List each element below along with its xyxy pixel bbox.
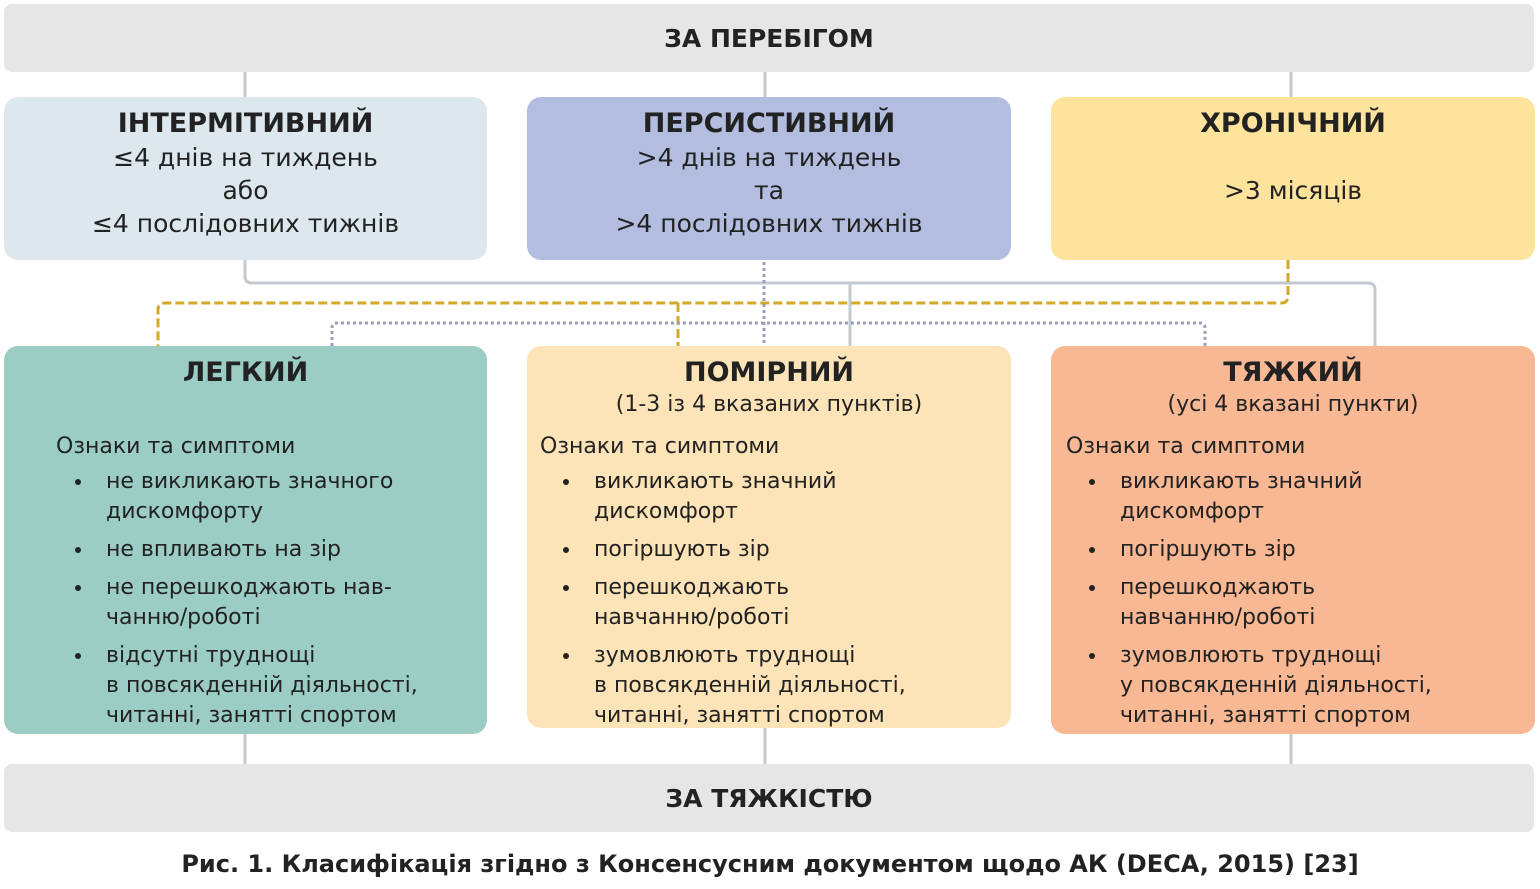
box-title: ІНТЕРМІТИВНИЙ <box>117 108 374 139</box>
box-line: або <box>222 176 269 205</box>
persistent-connector <box>330 262 1207 346</box>
box-title: ТЯЖКИЙ <box>1223 357 1363 388</box>
mild-box: ЛЕГКИЙ Ознаки та симптоми не викликають … <box>4 346 487 734</box>
symptom-list: викликають значний дискомфорт погіршують… <box>527 467 1011 731</box>
list-item: погіршують зір <box>582 535 1011 565</box>
chronic-box: ХРОНІЧНИЙ >3 місяців <box>1051 97 1535 260</box>
box-line: >4 послідовних тижнів <box>615 209 923 238</box>
section-label: Ознаки та симптоми <box>540 434 780 459</box>
list-item: погіршують зір <box>1108 535 1535 565</box>
symptom-list: не викликають значного дискомфорту не вп… <box>4 467 487 731</box>
course-header: ЗА ПЕРЕБІГОМ <box>4 4 1534 72</box>
moderate-box: ПОМІРНИЙ (1-3 із 4 вказаних пунктів) Озн… <box>527 346 1011 728</box>
symptom-list: викликають значний дискомфорт погіршують… <box>1051 467 1535 731</box>
box-subtitle: (усі 4 вказані пункти) <box>1167 392 1419 417</box>
list-item: зумовлюють труднощі у повсякденній діяль… <box>1108 641 1535 731</box>
box-title: ЛЕГКИЙ <box>182 357 309 388</box>
box-line: та <box>754 176 784 205</box>
box-line: >3 місяців <box>1223 176 1363 205</box>
list-item: викликають значний дискомфорт <box>1108 467 1535 527</box>
intermittent-connector <box>243 260 1377 346</box>
box-line: ≤4 послідовних тижнів <box>91 209 400 238</box>
figure-caption: Рис. 1. Класифікація згідно з Консенсусн… <box>181 850 1359 878</box>
list-item: не перешкоджають нав- чанню/роботі <box>94 573 487 633</box>
box-subtitle: (1-3 із 4 вказаних пунктів) <box>615 392 923 417</box>
section-label: Ознаки та симптоми <box>56 434 296 459</box>
persistent-box: ПЕРСИСТИВНИЙ >4 днів на тиждень та >4 по… <box>527 97 1011 260</box>
list-item: зумовлюють труднощі в повсякденній діяль… <box>582 641 1011 731</box>
box-title: ХРОНІЧНИЙ <box>1200 108 1386 139</box>
box-title: ПОМІРНИЙ <box>683 357 855 388</box>
severity-header: ЗА ТЯЖКІСТЮ <box>4 764 1534 832</box>
section-label: Ознаки та симптоми <box>1066 434 1306 459</box>
list-item: перешкоджають навчанню/роботі <box>582 573 1011 633</box>
list-item: перешкоджають навчанню/роботі <box>1108 573 1535 633</box>
list-item: відсутні труднощі в повсякденній діяльно… <box>94 641 487 731</box>
box-line: ≤4 днів на тиждень <box>113 143 378 172</box>
box-title: ПЕРСИСТИВНИЙ <box>642 108 896 139</box>
intermittent-box: ІНТЕРМІТИВНИЙ ≤4 днів на тиждень або ≤4 … <box>4 97 487 260</box>
list-item: викликають значний дискомфорт <box>582 467 1011 527</box>
list-item: не впливають на зір <box>94 535 487 565</box>
chronic-connector <box>156 260 1290 346</box>
box-line: >4 днів на тиждень <box>636 143 902 172</box>
list-item: не викликають значного дискомфорту <box>94 467 487 527</box>
severe-box: ТЯЖКИЙ (усі 4 вказані пункти) Ознаки та … <box>1051 346 1535 734</box>
